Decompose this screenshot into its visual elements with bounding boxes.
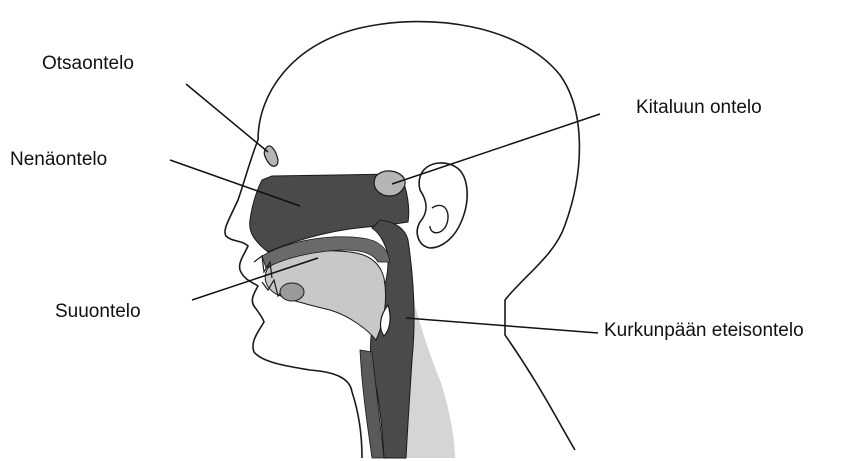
palatine-sinus <box>374 171 405 196</box>
label-oral-cavity: Suuontelo <box>55 302 141 321</box>
label-nasal-cavity: Nenäontelo <box>10 150 107 169</box>
frontal-sinus <box>264 146 278 166</box>
leader-otsaontelo <box>186 84 268 152</box>
leader-kurkunpaan <box>406 318 598 333</box>
neck-front-line <box>352 392 362 458</box>
label-laryngeal-vestibule: Kurkunpään eteisontelo <box>604 321 804 340</box>
label-palatine-cavity: Kitaluun ontelo <box>636 98 762 117</box>
leader-kitaluun <box>392 114 600 184</box>
lower-oral-pocket <box>280 283 304 301</box>
label-frontal-sinus: Otsaontelo <box>42 54 134 73</box>
